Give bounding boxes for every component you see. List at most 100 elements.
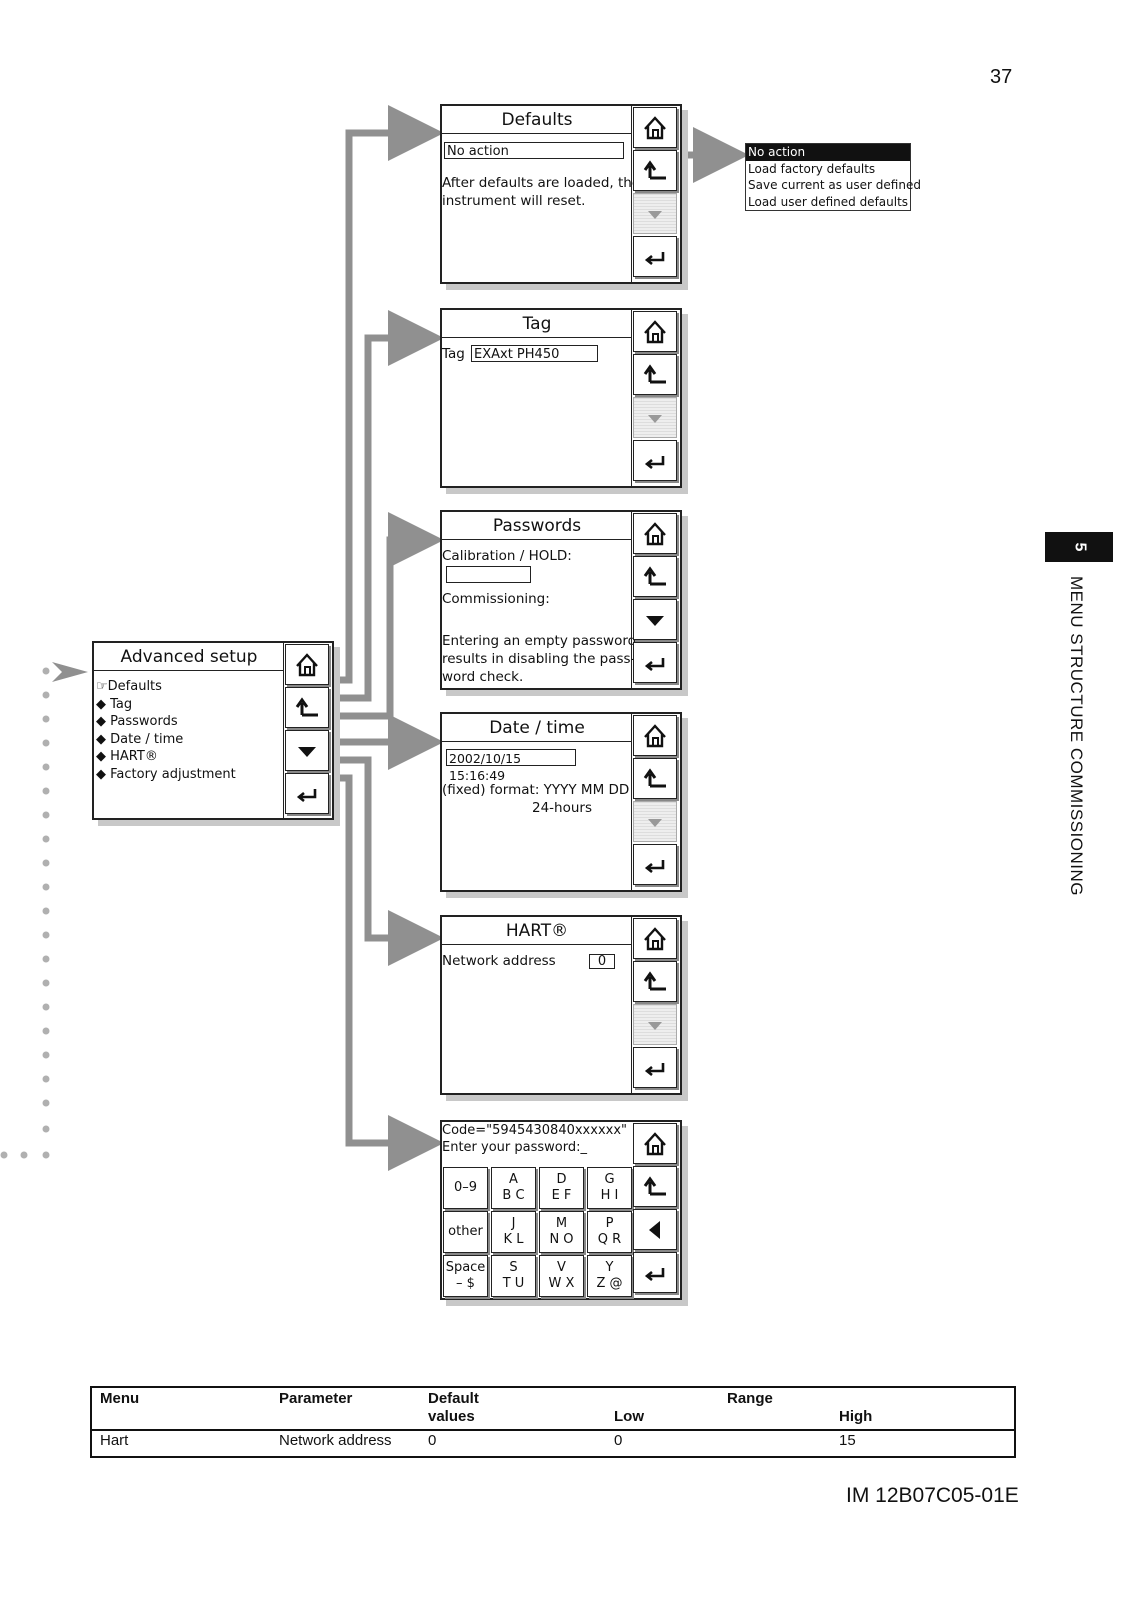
enter-icon (645, 1266, 665, 1281)
down-triangle-icon (648, 414, 662, 423)
back-button[interactable] (285, 687, 329, 728)
down-button[interactable] (285, 730, 329, 771)
keypad-key[interactable]: other (443, 1211, 488, 1253)
key-label-bottom: K L (503, 1232, 524, 1247)
menu-item-defaults[interactable]: ☞Defaults (96, 679, 162, 694)
home-button[interactable] (633, 715, 677, 756)
keypad-key[interactable]: 0–9 (443, 1167, 488, 1209)
enter-icon (297, 787, 317, 802)
home-icon (643, 116, 667, 139)
home-button[interactable] (633, 311, 677, 352)
code-line: Code="5945430840xxxxxx" (442, 1123, 628, 1138)
cell-parameter: Network address (279, 1432, 392, 1449)
menu-item-hart[interactable]: ◆ HART® (96, 749, 158, 764)
down-button[interactable] (633, 599, 677, 640)
screen-title: HART® (442, 917, 632, 945)
table-header-divider (92, 1429, 1014, 1431)
datetime-input[interactable]: 2002/10/15 15:16:49 (446, 749, 576, 783)
enter-button[interactable] (633, 236, 677, 277)
option-no-action[interactable]: No action (746, 144, 910, 161)
home-icon (643, 927, 667, 950)
keypad-key[interactable]: Space– $ (443, 1255, 488, 1297)
tag-input[interactable]: EXAxt PH450 (471, 345, 598, 362)
enter-button[interactable] (633, 1047, 677, 1088)
back-button[interactable] (633, 556, 677, 597)
menu-item-factory-adjustment[interactable]: ◆ Factory adjustment (96, 766, 236, 782)
home-button[interactable] (633, 918, 677, 959)
entry-arrow (52, 662, 88, 682)
col-header-default-line1: Default (428, 1390, 479, 1407)
key-label-top: P (605, 1216, 614, 1231)
key-label-bottom: N O (549, 1232, 574, 1247)
password-entry-screen: Code="5945430840xxxxxx" Enter your passw… (440, 1120, 682, 1300)
key-label-top: Y (605, 1260, 614, 1275)
home-icon (643, 522, 667, 545)
key-label-bottom: E F (551, 1188, 572, 1203)
key-label-top: M (555, 1216, 568, 1231)
key-label-top: D (556, 1172, 567, 1187)
back-arrow-icon (643, 365, 668, 383)
diamond-icon: ◆ (96, 766, 111, 782)
pointing-hand-icon: ☞ (96, 679, 108, 694)
enter-button[interactable] (633, 1252, 677, 1293)
enter-button[interactable] (633, 440, 677, 481)
home-button[interactable] (633, 107, 677, 148)
down-triangle-icon (648, 818, 662, 827)
cell-menu: Hart (100, 1432, 129, 1449)
advanced-setup-menu: ☞Defaults ◆ Tag ◆ Passwords ◆ Date / tim… (96, 678, 236, 783)
menu-item-passwords[interactable]: ◆ Passwords (96, 714, 178, 729)
home-button[interactable] (285, 644, 329, 685)
document-code: IM 12B07C05-01E (846, 1484, 1019, 1507)
calibration-password-input[interactable] (446, 566, 531, 583)
key-label-bottom: B C (502, 1188, 525, 1203)
back-button[interactable] (633, 150, 677, 191)
screen-title: Tag (442, 310, 632, 338)
enter-button[interactable] (633, 844, 677, 885)
key-label-bottom: T U (502, 1276, 525, 1291)
defaults-screen: Defaults No action After defaults are lo… (440, 104, 682, 284)
col-header-default-line2: values (428, 1408, 475, 1425)
option-load-factory-defaults[interactable]: Load factory defaults (748, 161, 876, 176)
back-button[interactable] (633, 758, 677, 799)
enter-button[interactable] (633, 642, 677, 683)
defaults-options-list: No action Load factory defaults Save cur… (745, 143, 921, 211)
home-icon (643, 320, 667, 343)
key-label-top: G (604, 1172, 615, 1187)
backspace-button[interactable] (633, 1209, 677, 1250)
home-button[interactable] (633, 1123, 677, 1164)
key-label-bottom: other (448, 1224, 483, 1239)
advanced-setup-screen: Advanced setup ☞Defaults ◆ Tag ◆ Passwor… (92, 641, 334, 820)
key-label-bottom: Z @ (596, 1276, 623, 1291)
defaults-select[interactable]: No action (444, 142, 624, 159)
down-triangle-icon (298, 746, 316, 757)
chapter-title: MENU STRUCTURE COMMISSIONING (1067, 576, 1086, 896)
down-button-disabled (633, 801, 677, 842)
home-button[interactable] (633, 513, 677, 554)
back-button[interactable] (633, 1166, 677, 1207)
enter-icon (645, 250, 665, 265)
network-address-label: Network address (442, 953, 556, 969)
option-save-user-defined[interactable]: Save current as user defined (748, 178, 921, 192)
option-load-user-defined[interactable]: Load user defined defaults (748, 194, 909, 209)
enter-button[interactable] (285, 773, 329, 814)
back-button[interactable] (633, 961, 677, 1002)
back-arrow-icon (643, 1177, 668, 1195)
datetime-format-line2: 24-hours (532, 800, 593, 816)
network-address-input[interactable]: 0 (589, 954, 615, 969)
back-button[interactable] (633, 354, 677, 395)
datetime-format-line1: (fixed) format: YYYY MM DD (442, 782, 630, 798)
back-arrow-icon (643, 972, 668, 990)
menu-item-tag[interactable]: ◆ Tag (96, 696, 133, 712)
passwords-screen: Passwords Calibration / HOLD: Commission… (440, 510, 682, 690)
menu-item-datetime[interactable]: ◆ Date / time (96, 731, 184, 747)
